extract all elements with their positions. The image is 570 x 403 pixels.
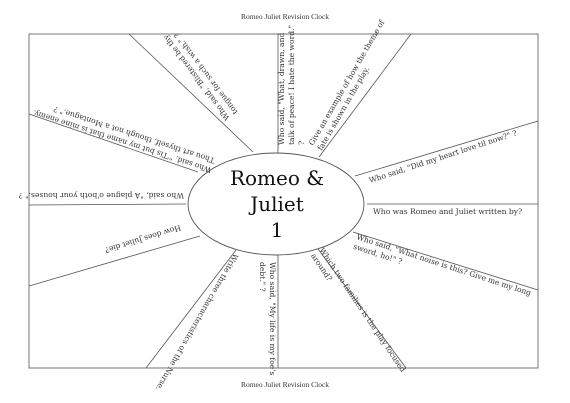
center-title-line1: Romeo & xyxy=(230,166,324,190)
svg-text:tongue for such a wish." ?: tongue for such a wish." ? xyxy=(172,31,239,116)
svg-text:Who said, "What, drawn, and: Who said, "What, drawn, and xyxy=(277,33,286,145)
clock-frame xyxy=(28,33,539,369)
svg-text:Who said, "What noise is this?: Who said, "What noise is this? Give me m… xyxy=(355,232,532,297)
question-7: Who said, "My life is my foe's debt." ? xyxy=(258,262,277,375)
svg-text:How does Juliet die?: How does Juliet die? xyxy=(104,223,182,255)
svg-text:?: ? xyxy=(297,141,306,145)
svg-text:Who said, "'Tis but my name th: Who said, "'Tis but my name that is mine… xyxy=(32,108,213,174)
svg-text:Write three characteristics of: Write three characteristics of the Nurse… xyxy=(154,252,240,392)
question-8: Write three characteristics of the Nurse… xyxy=(154,252,240,392)
svg-text:Which two families is the play: Which two families is the play focused xyxy=(317,246,407,374)
center-title-line2: Juliet xyxy=(248,192,304,216)
question-3: Who said, "Did my heart love til now?" ? xyxy=(368,128,518,184)
svg-text:Thou art thyself, though not a: Thou art thyself, though not a Montague.… xyxy=(52,104,215,165)
svg-text:debt." ?: debt." ? xyxy=(258,262,267,292)
center-number: 1 xyxy=(271,218,284,242)
svg-text:Who said, "A plague o'both you: Who said, "A plague o'both your houses."… xyxy=(19,191,184,200)
divider-bottom-left xyxy=(145,249,237,369)
divider-lower-right xyxy=(352,231,539,291)
question-12: Who said, "Blistered be thy tongue for s… xyxy=(161,31,240,122)
divider-upper-right xyxy=(354,120,539,177)
center-ellipse xyxy=(187,152,365,256)
svg-text:Who said, "Blistered be thy: Who said, "Blistered be thy xyxy=(161,32,232,122)
header-title: Romeo Juliet Revision Clock xyxy=(240,12,330,21)
divider-upper-left xyxy=(28,113,199,173)
question-2: Give an example of how the theme of fate… xyxy=(307,17,387,152)
svg-text:talk of peace! I hate the word: talk of peace! I hate the word." xyxy=(287,25,296,145)
divider-top-left xyxy=(128,33,254,153)
question-5: Who said, "What noise is this? Give me m… xyxy=(352,232,532,297)
divider-top-right xyxy=(318,33,412,158)
svg-text:Who said, "My life is my foe's: Who said, "My life is my foe's xyxy=(268,262,277,375)
question-11: Who said, "'Tis but my name that is mine… xyxy=(32,104,216,174)
question-10: Who said, "A plague o'both your houses."… xyxy=(19,191,184,200)
footer-title: Romeo Juliet Revision Clock xyxy=(240,380,330,389)
segment-dividers xyxy=(28,33,539,369)
svg-text:Who said, "Did my heart love t: Who said, "Did my heart love til now?" ? xyxy=(368,128,518,184)
divider-bottom-right xyxy=(317,248,407,369)
svg-text:Who was Romeo and Juliet writt: Who was Romeo and Juliet written by? xyxy=(373,207,522,216)
question-6: Which two families is the play focused a… xyxy=(309,246,407,374)
question-4: Who was Romeo and Juliet written by? xyxy=(373,207,522,216)
question-1: Who said, "What, drawn, and talk of peac… xyxy=(277,25,306,145)
divider-lower-left xyxy=(28,235,201,287)
divider-left xyxy=(28,203,187,206)
question-9: How does Juliet die? xyxy=(104,223,182,255)
